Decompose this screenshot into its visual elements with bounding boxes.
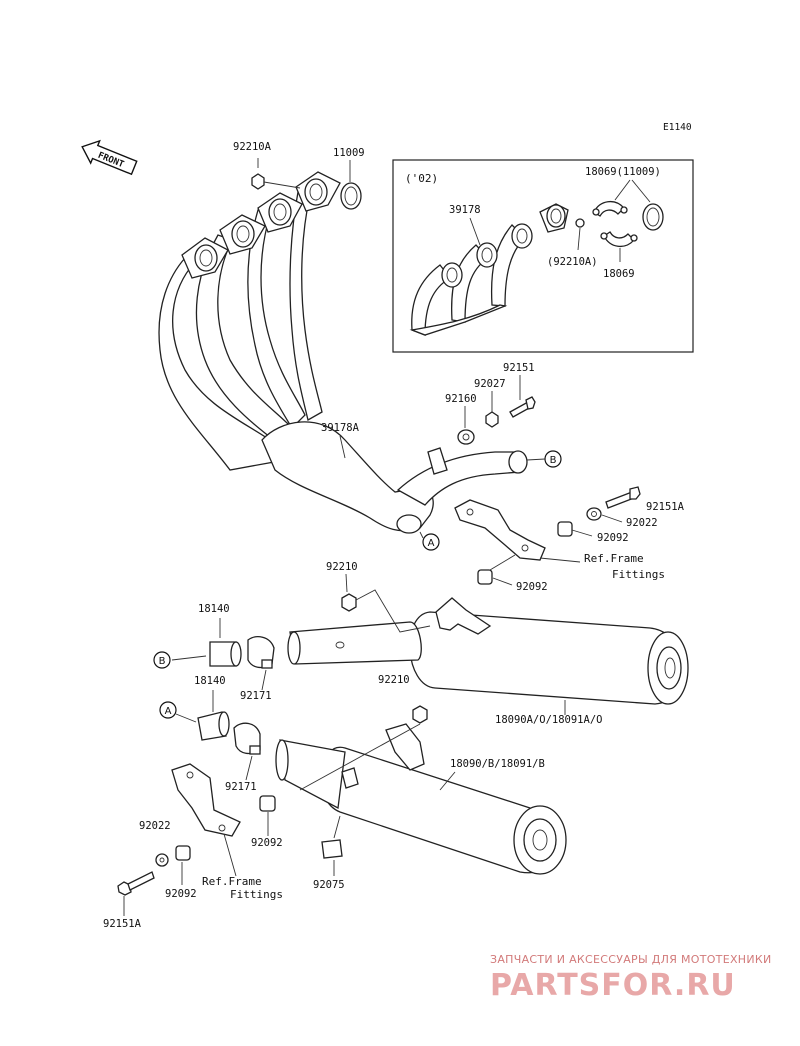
label-18140-b: 18140 <box>198 603 230 615</box>
watermark-tagline: ЗАПЧАСТИ И АКСЕССУАРЫ ДЛЯ МОТОТЕХНИКИ <box>490 953 772 966</box>
watermark-logo: PARTSFOR.RU <box>490 968 736 1003</box>
label-92092-left1: 92092 <box>251 837 283 849</box>
ref-frame-right-line2: Fittings <box>612 568 665 581</box>
label-92171-a: 92171 <box>225 781 257 793</box>
nut-92210A <box>251 173 265 190</box>
damper-92092-right2 <box>477 569 493 585</box>
label-92092-left2: 92092 <box>165 888 197 900</box>
header-flange-1 <box>181 237 229 279</box>
nut-top-lower-muffler <box>412 705 428 724</box>
label-18090: 18090/B/18091/B <box>450 758 545 770</box>
watermark: ЗАПЧАСТИ И АКСЕССУАРЫ ДЛЯ МОТОТЕХНИКИ PA… <box>490 953 772 1003</box>
label-92210-pipe: 92210 <box>378 674 410 686</box>
damper-92075 <box>321 839 343 859</box>
front-arrow-icon: FRONT <box>81 139 138 176</box>
label-92171-b: 92171 <box>240 690 272 702</box>
label-39178A: 39178A <box>321 422 360 434</box>
label-92027: 92027 <box>474 378 506 390</box>
damper-92092-right1 <box>557 521 573 537</box>
ref-frame-left-line1: Ref.Frame <box>202 875 262 888</box>
muffler-18090 <box>275 723 567 875</box>
label-18090A: 18090A/O/18091A/O <box>495 714 602 726</box>
label-92092-right1: 92092 <box>597 532 629 544</box>
header-flange-3 <box>257 192 303 233</box>
bolt-92151 <box>509 396 536 418</box>
label-inset-92210A: (92210A) <box>547 256 598 268</box>
label-92022-left: 92022 <box>139 820 171 832</box>
muffler-18090A <box>287 597 689 705</box>
callout-a-upper-text: A <box>428 538 435 549</box>
clamp-92171-a <box>233 722 261 755</box>
label-92151: 92151 <box>503 362 535 374</box>
ref-frame-left-line2: Fittings <box>230 888 283 901</box>
label-92210A-top: 92210A <box>233 141 272 153</box>
ref-frame-right-line1: Ref.Frame <box>584 552 644 565</box>
label-92092-right2: 92092 <box>516 581 548 593</box>
label-inset-18069-11009: 18069(11009) <box>585 166 661 178</box>
gasket-11009 <box>340 182 362 210</box>
ref-frame-right: Ref.Frame Fittings <box>539 552 665 581</box>
nut-92027 <box>485 411 499 428</box>
header-flange-2 <box>219 214 266 255</box>
label-92210-nut: 92210 <box>326 561 358 573</box>
sleeve-18140-a <box>197 711 230 741</box>
callout-b-upper: B <box>526 450 562 468</box>
label-92151A-left: 92151A <box>103 918 142 930</box>
sleeve-18140-b <box>209 641 242 667</box>
diagram-code: E1140 <box>663 122 692 133</box>
clamp-92171-b <box>247 636 275 669</box>
callout-a-lower-text: A <box>165 706 172 717</box>
bolt-92151A-right <box>605 486 641 509</box>
label-inset-18069: 18069 <box>603 268 635 280</box>
inset-year-label: ('02) <box>405 172 438 185</box>
callout-a-lower: A <box>159 701 177 719</box>
damper-92092-left2 <box>175 845 191 861</box>
label-92151A-right: 92151A <box>646 501 685 513</box>
label-inset-39178: 39178 <box>449 204 481 216</box>
label-92160: 92160 <box>445 393 477 405</box>
callout-b-lower-text: B <box>159 656 166 667</box>
label-11009-top: 11009 <box>333 147 365 159</box>
exhaust-header-39178A <box>158 171 528 534</box>
inset-2002-model: ('02) 18069(11009) 39178 (92 <box>392 159 694 353</box>
label-18140-a: 18140 <box>194 675 226 687</box>
washer-92022-right <box>586 507 602 521</box>
header-flange-4 <box>295 171 341 212</box>
label-92022-right: 92022 <box>626 517 658 529</box>
footrest-bracket-left <box>171 763 241 837</box>
callout-b-lower: B <box>153 651 171 669</box>
callout-a-upper: A <box>419 531 440 551</box>
spacer-92160 <box>457 429 475 445</box>
label-92075: 92075 <box>313 879 345 891</box>
footrest-bracket-right <box>454 499 546 561</box>
bolt-92151A-left <box>117 871 155 896</box>
damper-92092-left1 <box>259 795 276 812</box>
washer-92022-left <box>155 853 169 867</box>
callout-b-upper-text: B <box>550 455 557 466</box>
ref-frame-left: Ref.Frame Fittings <box>202 833 283 901</box>
nut-92210 <box>341 593 357 612</box>
